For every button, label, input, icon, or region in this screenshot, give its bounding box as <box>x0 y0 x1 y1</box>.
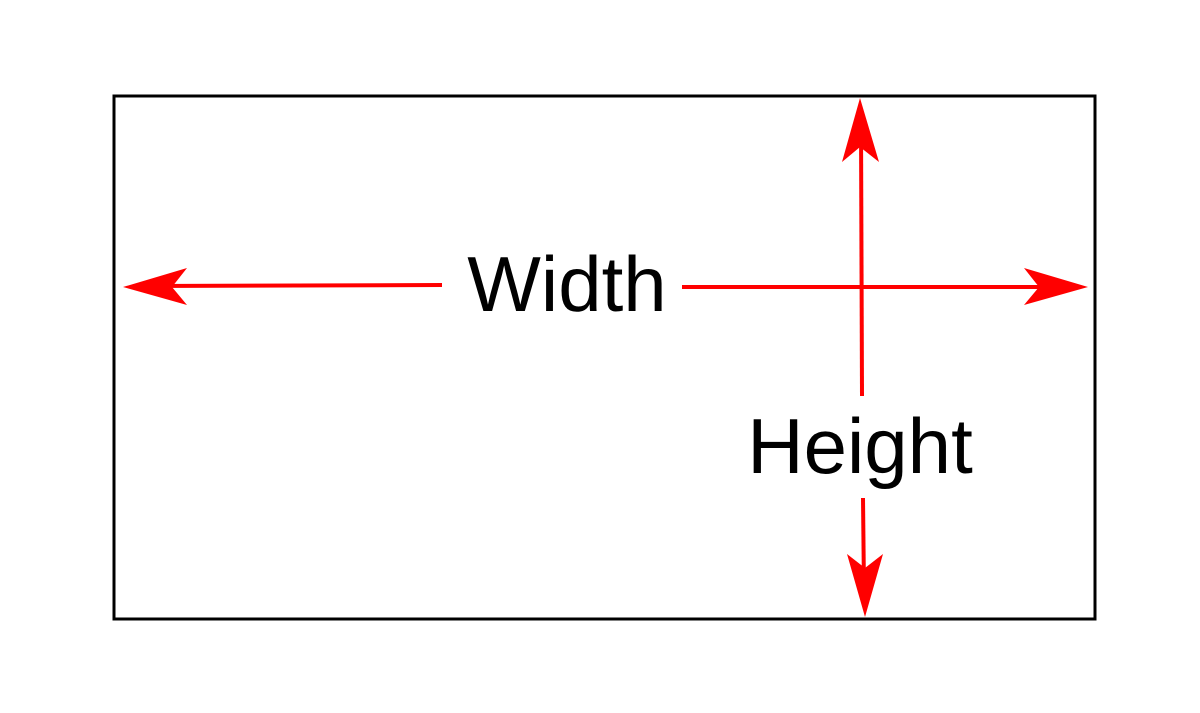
height-arrow-top-shaft <box>859 124 864 397</box>
height-arrow-top-head <box>842 98 879 162</box>
height-arrow-bottom-head <box>847 554 883 617</box>
height-label: Height <box>747 402 973 490</box>
width-arrow-left-head <box>123 268 187 305</box>
height-arrow <box>842 98 883 617</box>
width-arrow <box>123 268 1088 305</box>
width-arrow-right-head <box>1024 268 1088 305</box>
width-arrow-left-shaft <box>149 283 443 288</box>
rectangle-frame <box>112 94 1097 621</box>
width-label: Width <box>467 240 666 328</box>
